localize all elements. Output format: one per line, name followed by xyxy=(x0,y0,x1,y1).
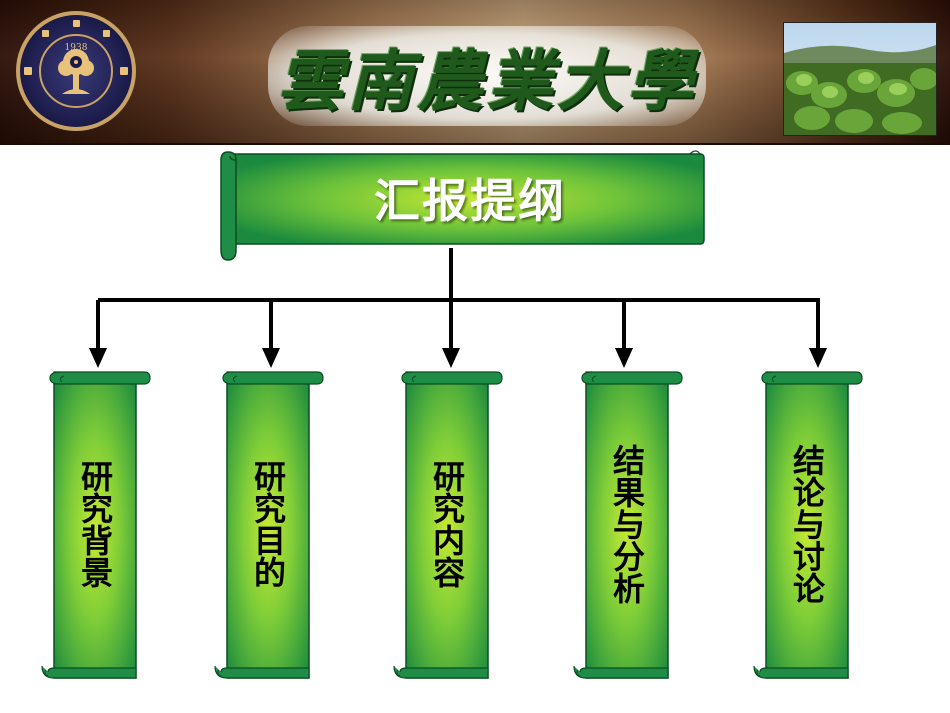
outline-item-label: 结论与讨论 xyxy=(788,444,826,604)
plant-photo xyxy=(783,22,937,136)
seal-year: 1938 xyxy=(65,43,88,53)
university-seal-icon: 1938 xyxy=(16,11,136,131)
outline-item-label: 结果与分析 xyxy=(608,444,646,604)
outline-item-label: 研究内容 xyxy=(428,460,466,588)
university-name-banner: 雲南農業大學 xyxy=(268,26,706,126)
outline-item-label: 研究背景 xyxy=(76,460,114,588)
outline-scroll xyxy=(41,371,151,679)
university-name: 雲南農業大學 xyxy=(277,42,697,120)
outline-scroll xyxy=(393,371,503,679)
header-banner: 1938 雲南農業大學 xyxy=(0,0,950,145)
outline-scroll xyxy=(753,371,863,679)
outline-item-label: 研究目的 xyxy=(249,460,287,588)
outline-scroll xyxy=(214,371,324,679)
title-scroll xyxy=(220,150,705,261)
outline-scroll xyxy=(573,371,683,679)
page-title: 汇报提纲 xyxy=(374,174,566,228)
